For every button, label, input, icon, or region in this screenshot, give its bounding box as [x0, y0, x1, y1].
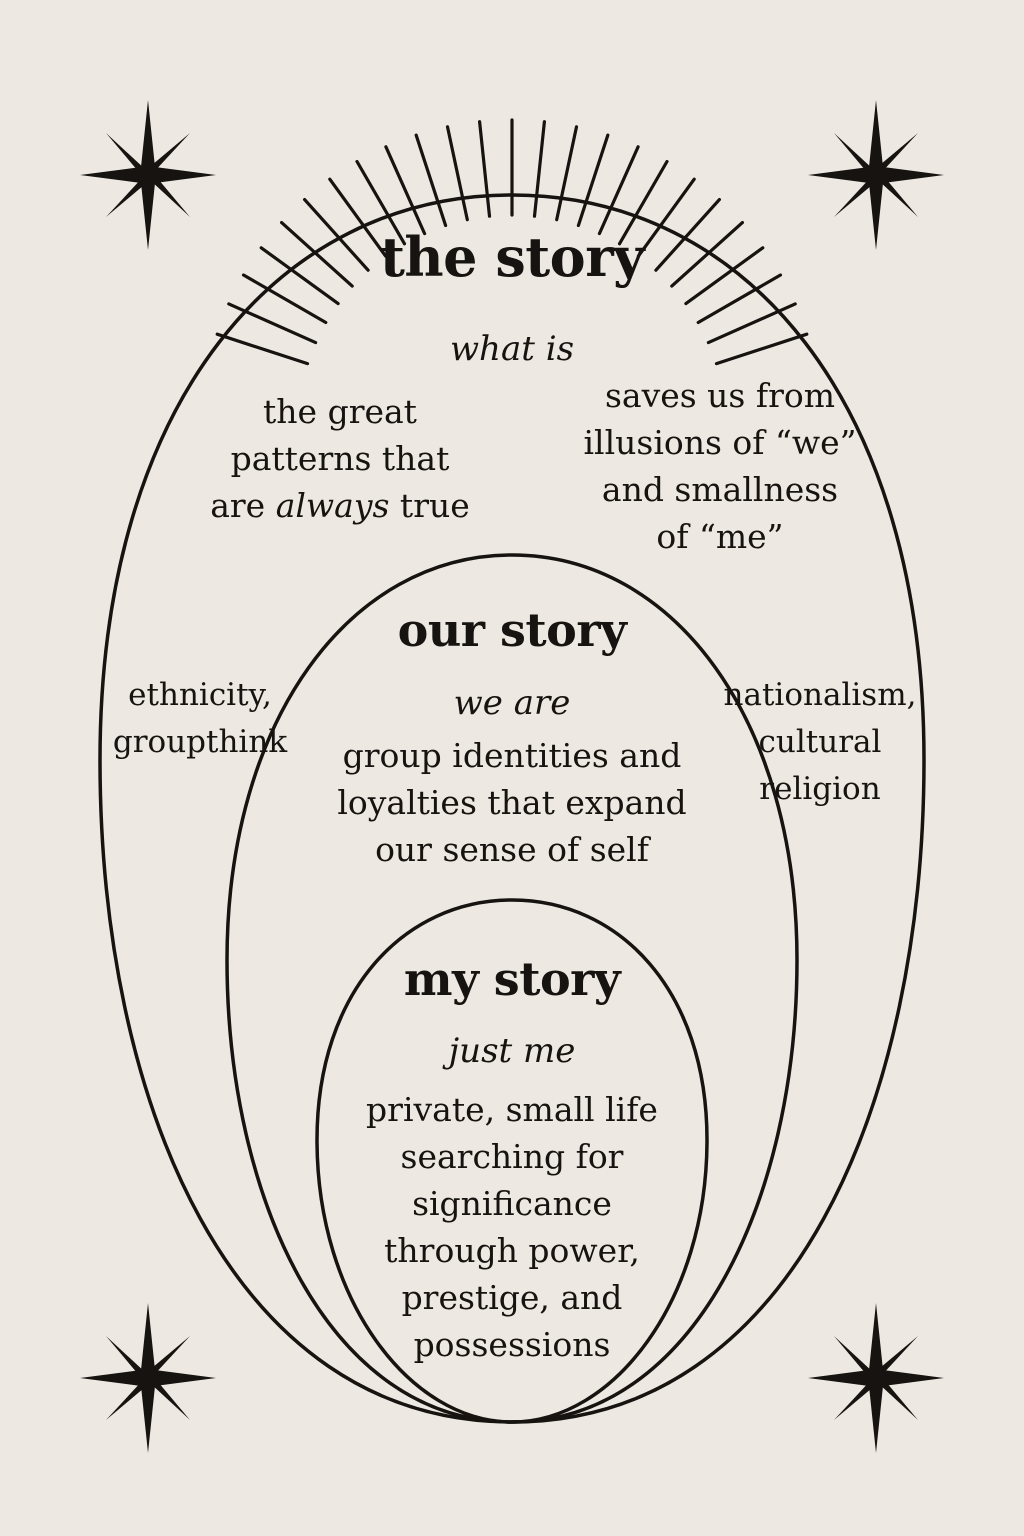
middle-body-line: loyalties that expand: [337, 783, 687, 822]
outer-title: the story: [379, 225, 645, 289]
outer-left-line: patterns that: [230, 439, 450, 478]
sun-ray: [445, 125, 469, 222]
sun-ray: [597, 145, 640, 236]
sun-ray: [555, 125, 579, 222]
sun-ray: [670, 221, 745, 288]
sun-ray: [414, 133, 448, 228]
sun-ray: [328, 177, 388, 258]
sun-ray: [355, 159, 407, 246]
middle-tagline: we are: [453, 683, 571, 723]
middle-right-note-line: religion: [759, 771, 881, 807]
sun-ray: [227, 302, 318, 345]
sun-ray: [576, 133, 610, 228]
inner-title: my story: [403, 952, 621, 1006]
star-icon: [80, 1303, 216, 1453]
sun-ray: [714, 332, 809, 366]
inner-body-line: prestige, and: [401, 1278, 623, 1317]
middle-body-line: group identities and: [342, 736, 682, 775]
sun-ray: [303, 198, 370, 272]
inner-body-line: possessions: [413, 1325, 611, 1364]
outer-tagline: what is: [449, 329, 575, 369]
sun-ray: [696, 273, 783, 325]
sun-ray: [617, 159, 669, 246]
outer-right-line: and smallness: [601, 470, 839, 509]
middle-body: group identities and loyalties that expa…: [292, 732, 732, 873]
outer-oval: [98, 193, 926, 1424]
outer-left-line: the great: [263, 392, 417, 431]
middle-right-note: nationalism, cultural religion: [700, 672, 940, 813]
outer-right-text: saves us from illusions of “we” and smal…: [540, 372, 900, 560]
sun-ray: [706, 302, 797, 345]
sun-ray: [384, 145, 427, 236]
middle-body-line: our sense of self: [375, 830, 649, 869]
sun-ray: [259, 246, 340, 306]
sun-ray: [215, 332, 310, 366]
outer-left-line: are always true: [175, 482, 505, 529]
inner-body-line: searching for: [400, 1137, 624, 1176]
inner-oval: [315, 898, 709, 1424]
inner-body-line: through power,: [384, 1231, 640, 1270]
outer-left-before: are: [210, 486, 276, 525]
middle-right-note-line: cultural: [758, 724, 882, 760]
sun-ray: [654, 198, 722, 272]
middle-left-note: ethnicity, groupthink: [100, 672, 300, 766]
star-icon: [80, 100, 216, 250]
star-icon: [808, 100, 944, 250]
sun-ray: [280, 221, 354, 288]
outer-left-text: the great patterns that are always true: [175, 388, 505, 529]
outer-right-line: illusions of “we”: [583, 423, 857, 462]
middle-left-note-line: groupthink: [112, 724, 288, 760]
middle-right-note-line: nationalism,: [723, 677, 917, 713]
middle-left-note-line: ethnicity,: [128, 677, 272, 713]
outer-right-line: of “me”: [656, 517, 784, 556]
inner-body-line: significance: [412, 1184, 612, 1223]
sunburst-rays-icon: [215, 118, 809, 366]
sun-ray: [636, 177, 696, 258]
sun-ray: [684, 246, 765, 306]
inner-body: private, small life searching for signif…: [337, 1086, 687, 1368]
inner-body-line: private, small life: [366, 1090, 658, 1129]
sun-ray: [478, 120, 492, 218]
outer-right-line: saves us from: [604, 376, 836, 415]
star-icon: [808, 1303, 944, 1453]
inner-tagline: just me: [448, 1031, 576, 1071]
sun-ray: [241, 273, 328, 325]
outer-left-emphasis: always: [275, 486, 390, 525]
middle-title: our story: [397, 603, 627, 657]
outer-left-after: true: [389, 486, 470, 525]
middle-oval: [225, 553, 799, 1424]
sun-ray: [532, 120, 547, 218]
